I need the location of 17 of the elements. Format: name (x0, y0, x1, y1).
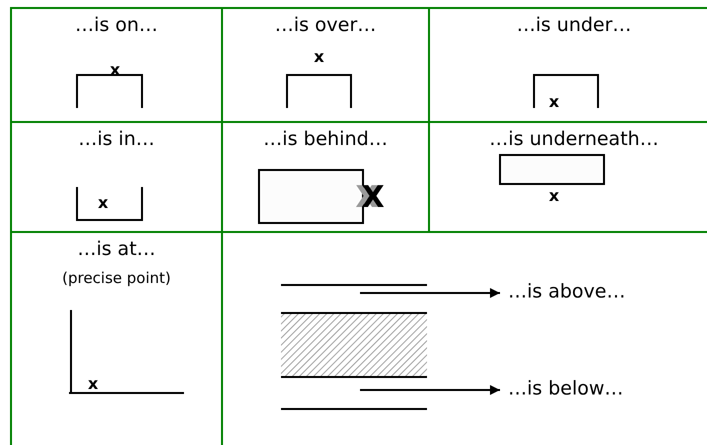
caption-text: …is on… (75, 14, 158, 36)
caption-text: (precise point) (62, 269, 171, 287)
arrow (360, 385, 500, 395)
caption-text: …is over… (274, 14, 376, 36)
caption-text: …is underneath… (489, 128, 659, 150)
x-mark: x (314, 49, 324, 65)
x-mark: x (88, 376, 98, 392)
caption-text: …is above… (508, 282, 626, 302)
caption-text: …is in… (78, 128, 155, 150)
caption-text: …is under… (516, 14, 632, 36)
x-mark: x (98, 195, 108, 211)
caption-text: …is below… (508, 380, 624, 398)
arrow (360, 288, 500, 298)
caption-text: …is behind… (263, 128, 388, 150)
x-mark: x (548, 188, 560, 204)
x-mark: x (548, 94, 560, 110)
caption-text: …is at… (77, 238, 156, 260)
